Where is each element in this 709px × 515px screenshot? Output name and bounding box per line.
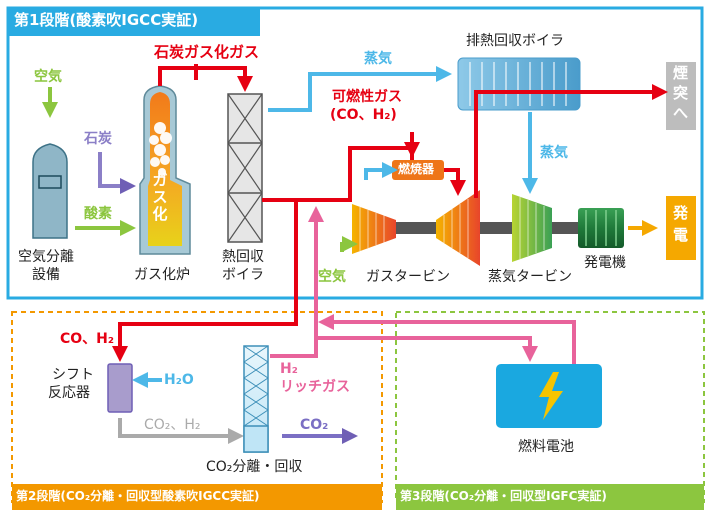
steam-turbine (480, 194, 578, 262)
hrsg-unit (457, 57, 581, 111)
coal-gas-label: 石炭ガス化ガス (154, 43, 260, 61)
h2-label-2: リッチガス (280, 379, 350, 395)
coal-gas-arrow (158, 66, 253, 92)
exhaust-to-stack-arrow (474, 84, 668, 198)
gas-turbine-label: ガスタービン (366, 269, 450, 285)
asu-label-line1: 空気分離 (18, 249, 74, 265)
h2-to-fuelcell-arrow (318, 336, 538, 362)
power-label-2: 電 (673, 226, 689, 244)
combustor (392, 160, 444, 180)
stack-box (666, 62, 696, 130)
hrb-label-line1: 熱回収 (222, 249, 264, 265)
generator-icon (578, 208, 624, 248)
combustor-label: 燃焼器 (398, 162, 435, 176)
steam-top-label: 蒸気 (364, 51, 392, 67)
gasifier-inner-label: ガス化 (152, 171, 168, 223)
stack-label-3: へ (673, 104, 689, 122)
asu-label-line2: 設備 (32, 267, 60, 283)
air-input-label: 空気 (34, 69, 62, 85)
shift-reactor-label-2: 反応器 (48, 385, 90, 401)
heat-recovery-boiler (227, 93, 263, 243)
oxygen-label: 酸素 (84, 206, 112, 222)
power-box (666, 196, 696, 260)
stage2-frame (11, 311, 383, 503)
air-gt-label: 空気 (318, 269, 346, 285)
fuel-cell-label: 燃料電池 (518, 439, 574, 455)
coal-label: 石炭 (84, 131, 112, 147)
power-label-1: 発 (673, 204, 689, 222)
stage2-title: 第2段階(CO₂分離・回収型酸素吹IGCC実証) (16, 489, 260, 503)
gasifier-label: ガス化炉 (134, 267, 190, 283)
combustible-gas-label-2: (CO、H₂) (330, 107, 397, 123)
lightning-bolt-icon (539, 372, 563, 420)
h2o-label: H₂O (164, 372, 194, 388)
air-separation-unit (32, 143, 68, 239)
air-to-combustor-arrow (364, 162, 398, 180)
coh2-label: CO、H₂ (60, 331, 115, 347)
co2h2-label: CO₂、H₂ (144, 417, 201, 433)
co2-label: CO₂ (300, 417, 329, 433)
coh2-arrow (112, 200, 298, 362)
stage1-title: 第1段階(酸素吹IGCC実証) (14, 11, 199, 29)
h2-rich-gas-arrow (270, 206, 324, 358)
shift-reactor (107, 363, 133, 413)
combustible-gas-label-1: 可燃性ガス (332, 89, 402, 105)
stage2-title-bg (12, 484, 382, 510)
fuelcell-return-arrow (318, 314, 576, 364)
hrb-label-line2: ボイラ (222, 267, 264, 283)
gasifier (139, 85, 191, 255)
co2h2-arrow (118, 418, 244, 444)
stack-label-1: 煙 (673, 64, 689, 82)
stage3-title-bg (396, 484, 704, 510)
stack-label-2: 突 (673, 84, 689, 102)
gas-turbine (352, 190, 480, 266)
steam-to-hrsg-arrow (268, 66, 452, 112)
generator-label: 発電機 (584, 255, 626, 271)
coal-input-arrow (98, 152, 136, 194)
shift-reactor-label-1: シフト (52, 367, 94, 383)
co2-separation-tower (243, 345, 269, 453)
h2-label-1: H₂ (280, 361, 298, 377)
steam-turbine-label: 蒸気タービン (488, 269, 572, 285)
steam-right-label: 蒸気 (540, 145, 568, 161)
combustor-to-turbine-arrow (444, 168, 466, 196)
hrsg-label: 排熱回収ボイラ (466, 33, 564, 49)
air-to-gt-arrow (340, 236, 358, 252)
stage3-title: 第3段階(CO₂分離・回収型IGFC実証) (400, 489, 607, 503)
co2-separation-label: CO₂分離・回収 (206, 459, 303, 475)
stage1-title-bg (8, 8, 260, 36)
